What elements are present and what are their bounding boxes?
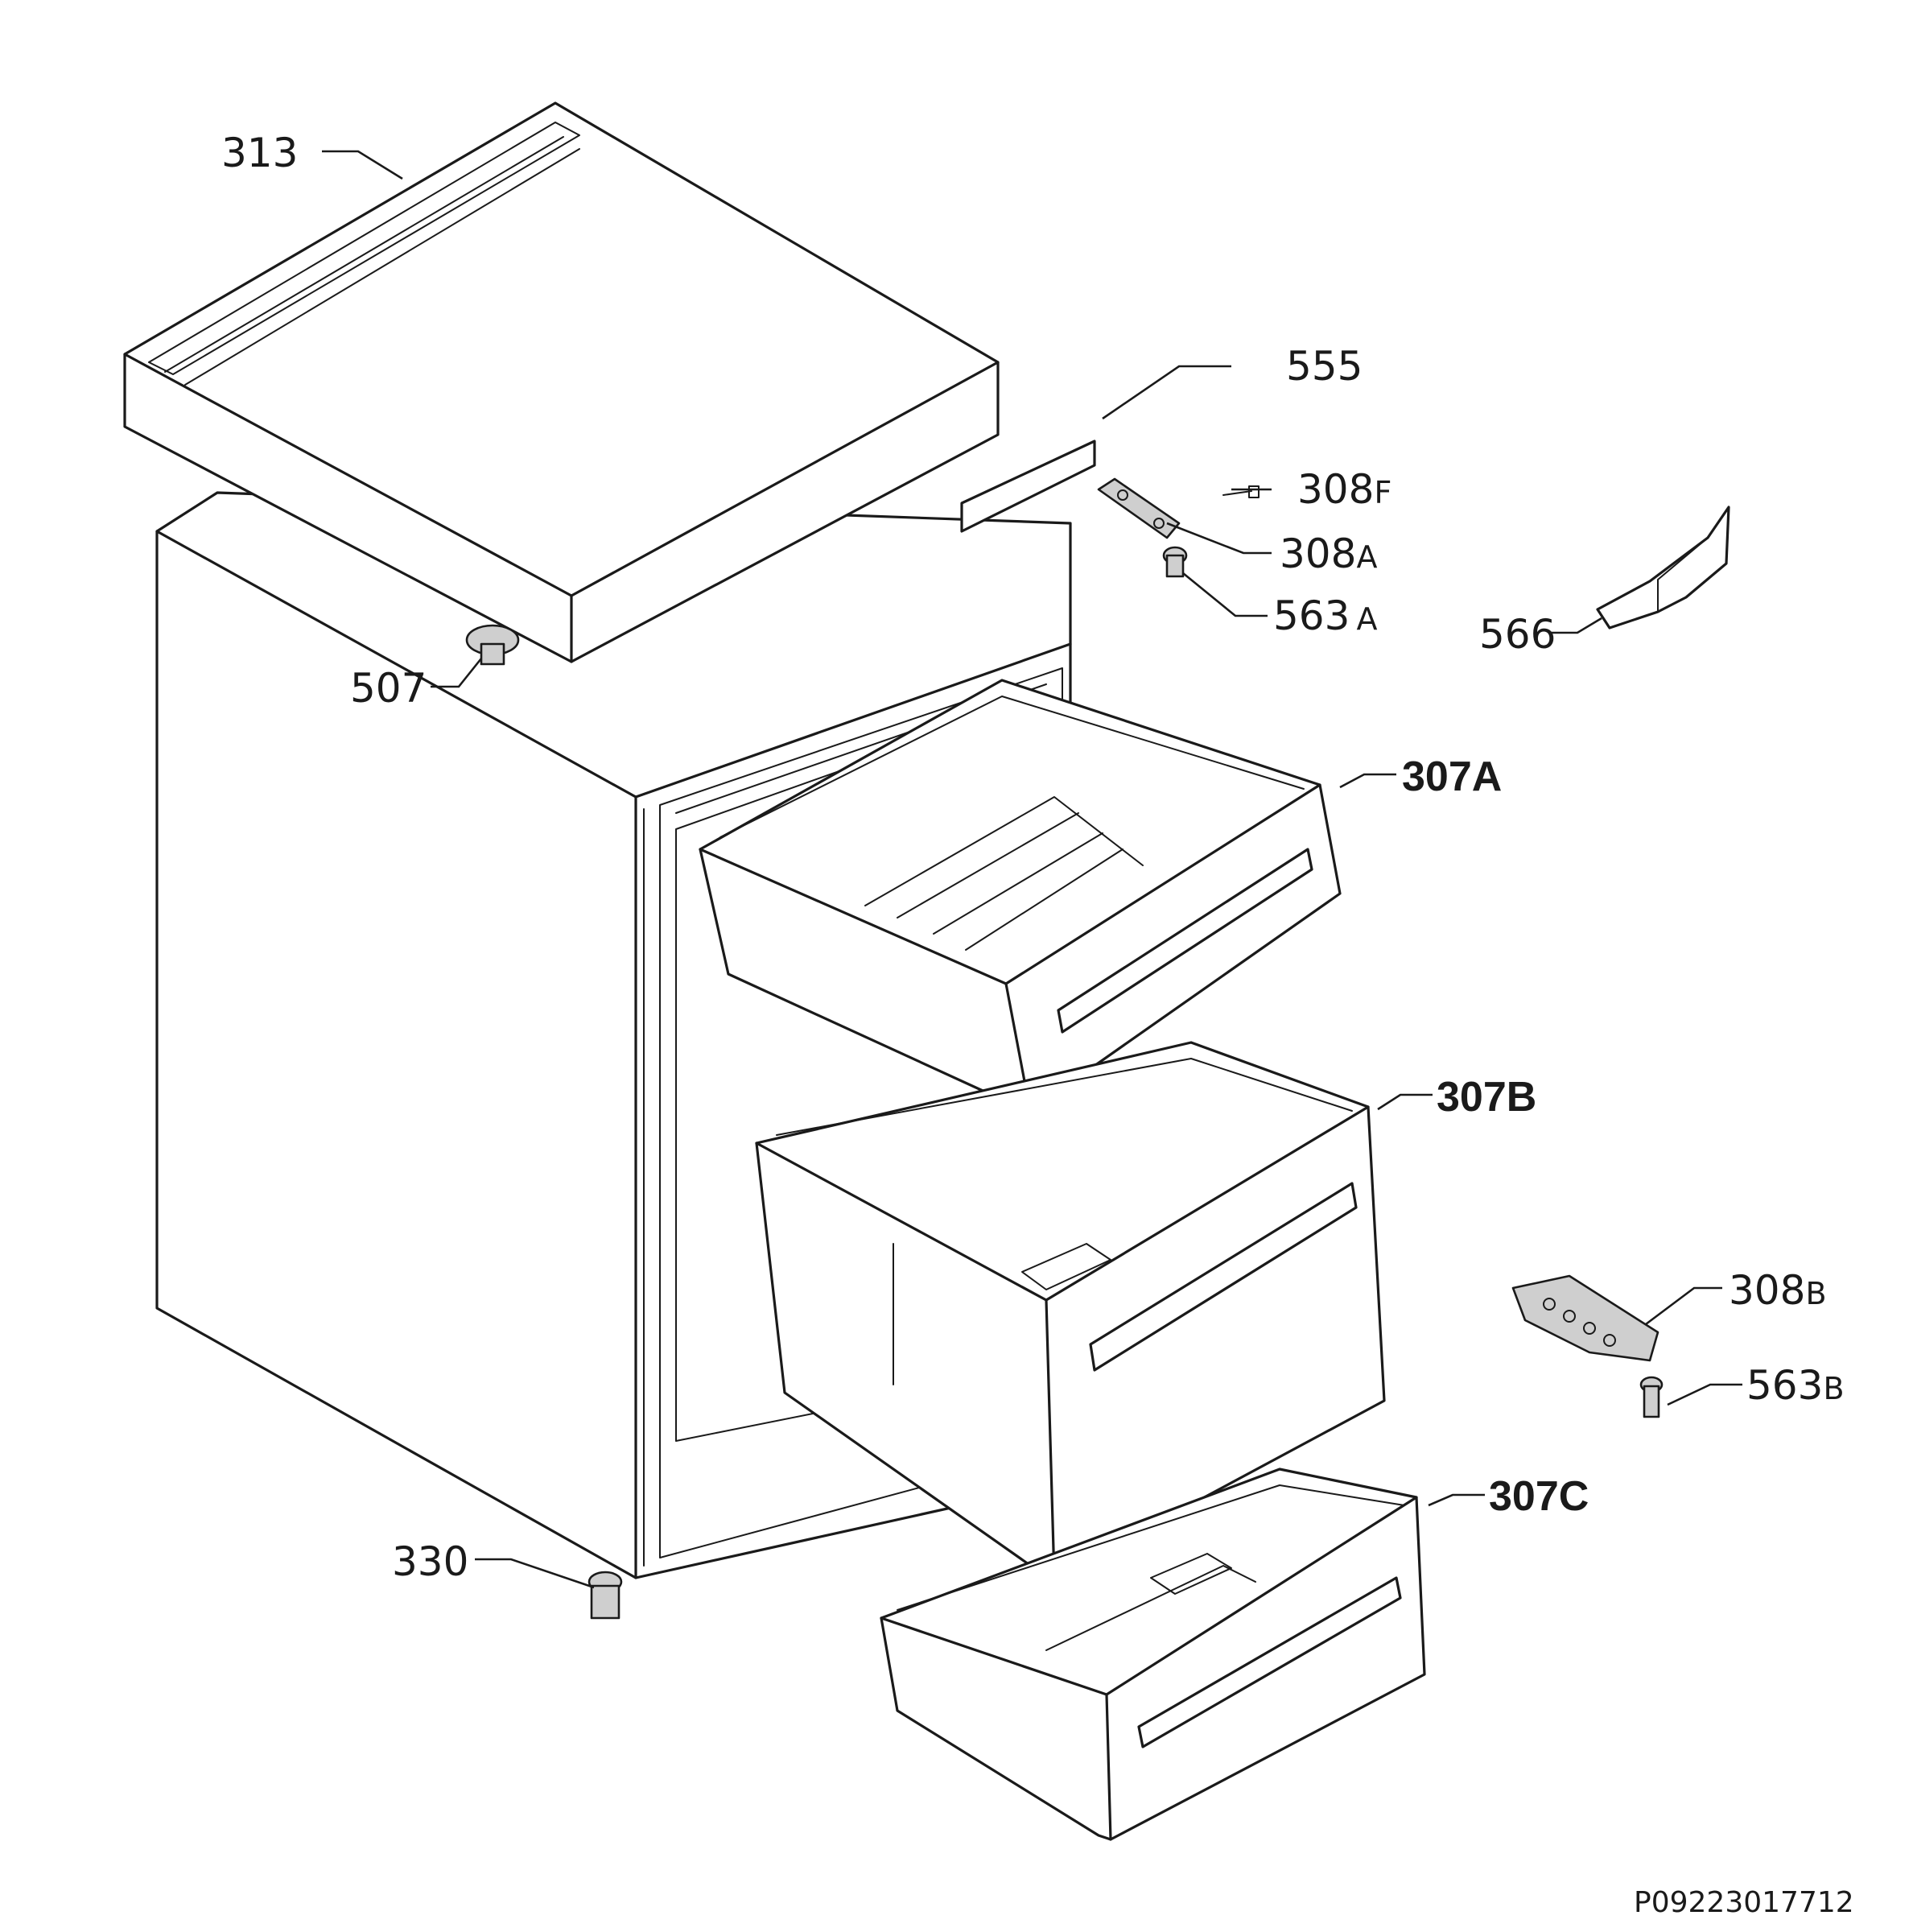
label-566: 566 xyxy=(1479,611,1556,658)
drawing-code: P09223017712 xyxy=(1634,1886,1854,1919)
label-313: 313 xyxy=(221,130,298,176)
label-307c: 307C xyxy=(1489,1473,1589,1520)
label-330: 330 xyxy=(392,1538,468,1585)
part-307c-drawer xyxy=(880,1468,1426,1841)
leader-lines xyxy=(322,150,1742,1589)
part-566-scraper xyxy=(1596,506,1730,630)
part-307a-drawer xyxy=(699,679,1342,1113)
label-555: 555 xyxy=(1286,343,1363,390)
part-308b-hinge xyxy=(1511,1274,1659,1362)
part-307b-drawer xyxy=(755,1041,1386,1579)
part-330-foot xyxy=(588,1571,623,1620)
label-308f: 308F xyxy=(1297,466,1391,513)
part-563b-pin xyxy=(1639,1376,1664,1418)
part-507-plug xyxy=(465,624,520,666)
label-507: 507 xyxy=(350,665,427,712)
label-307b: 307B xyxy=(1437,1074,1536,1121)
part-308f-screw xyxy=(1222,485,1260,498)
label-308b: 308B xyxy=(1729,1267,1827,1314)
part-308a-hinge xyxy=(1097,477,1181,539)
part-563a-pin xyxy=(1162,546,1188,578)
label-307a: 307A xyxy=(1402,753,1502,800)
part-555-strip xyxy=(960,440,1096,533)
label-563b: 563B xyxy=(1746,1362,1845,1409)
part-313-top-cover xyxy=(123,101,1000,663)
label-308a: 308A xyxy=(1280,530,1377,577)
